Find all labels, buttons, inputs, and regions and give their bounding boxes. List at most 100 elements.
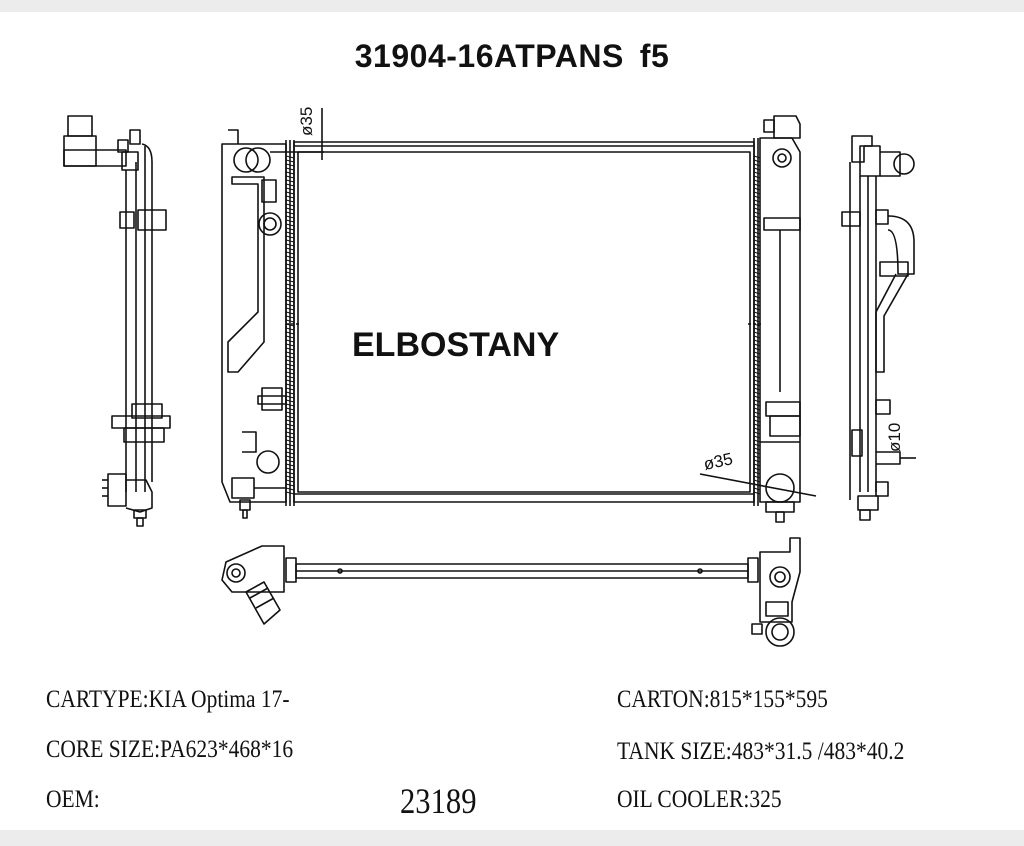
- fin-tick: [285, 295, 295, 299]
- oem-label: OEM:: [46, 786, 100, 813]
- fin-tick: [285, 363, 295, 367]
- fin-tick: [285, 299, 295, 303]
- carton-spec: CARTON:815*155*595: [617, 686, 828, 713]
- fin-tick: [285, 219, 295, 223]
- fin-tick: [753, 283, 761, 287]
- oil-cooler-spec: OIL COOLER:325: [617, 786, 782, 813]
- fin-tick: [285, 359, 295, 363]
- fin-tick: [753, 439, 761, 443]
- fin-tick: [285, 263, 295, 267]
- fin-tick: [285, 347, 295, 351]
- fin-tick: [753, 247, 761, 251]
- fin-tick: [285, 211, 295, 215]
- fin-tick: [285, 255, 295, 259]
- fin-tick: [753, 403, 761, 407]
- fin-tick: [285, 403, 295, 407]
- fin-tick: [285, 447, 295, 451]
- fin-tick: [753, 163, 761, 167]
- fin-tick: [753, 451, 761, 455]
- fin-tick: [285, 419, 295, 423]
- fin-tick: [285, 207, 295, 211]
- fin-tick: [753, 203, 761, 207]
- fin-tick: [753, 491, 761, 495]
- fin-tick: [753, 243, 761, 247]
- fin-tick: [753, 447, 761, 451]
- fin-tick: [285, 155, 295, 159]
- core-size-spec: CORE SIZE:PA623*468*16: [46, 736, 294, 763]
- fin-tick: [285, 167, 295, 171]
- fin-tick: [753, 199, 761, 203]
- fin-tick: [285, 391, 295, 395]
- oem-number: 23189: [400, 781, 477, 821]
- fin-tick: [753, 187, 761, 191]
- fin-tick: [285, 331, 295, 335]
- fin-tick: [285, 383, 295, 387]
- tank-size-spec: TANK SIZE:483*31.5 /483*40.2: [617, 738, 905, 765]
- fin-tick: [285, 259, 295, 263]
- fin-tick: [285, 179, 295, 183]
- fin-tick: [285, 475, 295, 479]
- fin-tick: [285, 247, 295, 251]
- fin-tick: [753, 319, 761, 323]
- fin-tick: [753, 211, 761, 215]
- part-code: 31904-16ATPANS: [354, 38, 624, 74]
- fin-tick: [753, 363, 761, 367]
- fin-tick: [753, 331, 761, 335]
- fin-tick: [285, 199, 295, 203]
- fin-tick: [285, 335, 295, 339]
- fin-tick: [285, 231, 295, 235]
- fin-tick: [285, 387, 295, 391]
- fin-tick: [285, 367, 295, 371]
- fin-tick: [285, 375, 295, 379]
- fin-tick: [753, 231, 761, 235]
- fin-tick: [753, 387, 761, 391]
- fin-tick: [753, 459, 761, 463]
- fin-tick: [285, 435, 295, 439]
- fin-tick: [753, 291, 761, 295]
- fin-tick: [753, 159, 761, 163]
- fin-tick: [753, 435, 761, 439]
- fin-tick: [285, 467, 295, 471]
- fin-tick: [753, 155, 761, 159]
- fin-tick: [285, 191, 295, 195]
- fin-tick: [753, 267, 761, 271]
- fin-tick: [285, 323, 295, 327]
- fin-tick: [753, 351, 761, 355]
- fin-tick: [753, 487, 761, 491]
- fin-tick: [753, 179, 761, 183]
- fin-tick: [753, 223, 761, 227]
- drawing-sheet: 31904-16ATPANS f5: [0, 12, 1024, 830]
- fin-tick: [753, 427, 761, 431]
- fin-tick: [753, 323, 761, 327]
- fin-tick: [753, 475, 761, 479]
- fin-tick: [753, 483, 761, 487]
- fin-tick: [285, 223, 295, 227]
- fin-tick: [753, 399, 761, 403]
- part-suffix: f5: [639, 38, 670, 74]
- fin-tick: [753, 175, 761, 179]
- fin-tick: [753, 303, 761, 307]
- fin-tick: [285, 275, 295, 279]
- fin-tick: [285, 315, 295, 319]
- fin-tick: [285, 479, 295, 483]
- fin-tick: [285, 487, 295, 491]
- fin-tick: [285, 159, 295, 163]
- fin-tick: [285, 379, 295, 383]
- fin-tick: [285, 283, 295, 287]
- fin-tick: [285, 175, 295, 179]
- fin-tick: [753, 259, 761, 263]
- fin-tick: [285, 423, 295, 427]
- cartype-spec: CARTYPE:KIA Optima 17-: [46, 686, 290, 713]
- fin-tick: [285, 395, 295, 399]
- fin-tick: [753, 315, 761, 319]
- fin-tick: [285, 187, 295, 191]
- fin-tick: [285, 183, 295, 187]
- fin-tick: [753, 335, 761, 339]
- fin-tick: [753, 255, 761, 259]
- fin-tick: [753, 415, 761, 419]
- fin-tick: [753, 235, 761, 239]
- fin-tick: [285, 371, 295, 375]
- fin-tick: [753, 167, 761, 171]
- fin-tick: [753, 171, 761, 175]
- fin-tick: [753, 407, 761, 411]
